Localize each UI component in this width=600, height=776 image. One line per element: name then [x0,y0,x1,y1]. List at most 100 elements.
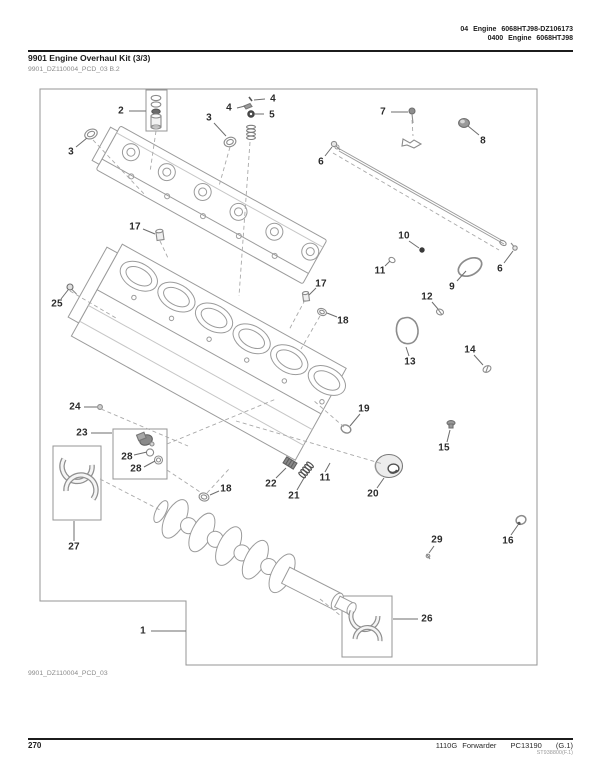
part-clip-16 [515,514,527,526]
leader-line [296,477,305,491]
push-rod-art [334,144,505,245]
dashed-assembly-line [218,146,231,187]
leader-line [143,460,156,468]
dashed-assembly-line [100,408,189,447]
part-valve-seal-left [84,128,98,140]
dashed-assembly-line [166,398,277,445]
dashed-assembly-line [99,478,161,511]
part-bushing-20 [374,453,404,479]
callout-leader-lines [60,98,519,632]
part-rod-washer [499,239,507,247]
part-o-ring-9 [457,256,483,278]
part-spring-21 [298,461,314,479]
dashed-assembly-line [411,119,414,137]
leader-line [431,301,439,310]
leader-line [60,289,69,300]
leader-line [308,287,317,296]
dashed-assembly-line [69,290,117,319]
dashed-assembly-line [166,469,201,493]
part-plug-10 [419,247,425,253]
leader-line [326,312,338,318]
leader-line [405,346,410,357]
leader-line [349,413,361,427]
part-plug-17-right [301,290,311,302]
dashed-assembly-line [300,315,321,350]
part-spring-retainer [247,110,255,118]
header-rule [28,50,573,52]
part-valve-pin [248,96,253,102]
crankshaft-art [153,499,357,616]
dashed-assembly-line [288,299,306,331]
dashed-assembly-line [319,598,342,617]
part-bolt-6-right [510,242,518,251]
diagram-frame [39,88,538,666]
leader-line [467,125,480,136]
part-bolt-6-left [330,140,341,151]
leader-line [324,462,331,473]
engine-block-art [67,243,347,461]
leader-line [253,98,266,101]
part-bearing-shells-26 [348,610,383,642]
leader-line [376,477,385,489]
item23-box [112,428,168,480]
header-engine-line2: 0400 Engine 6068HTJ98 [487,35,573,42]
leader-line [384,260,391,267]
part-bearing-shells-27 [59,457,99,501]
part-rocker-clamp [401,138,423,149]
section-title: 9901 Engine Overhaul Kit (3/3) [28,53,151,63]
leader-line [446,429,451,443]
leader-line [456,270,467,282]
leader-line [503,250,514,264]
part-valve-seal-mid [223,136,237,148]
dashed-assembly-line [92,139,147,197]
part-valve-keeper [243,102,253,110]
engine-line-art [67,126,505,616]
frame-border [39,88,538,666]
part-fitting-12 [435,308,445,316]
part-bolt-7 [408,107,416,124]
footer-publication: 1110G Forwarder PC13190 (G.1) [427,741,573,750]
footer-revision: (G.1) [555,741,573,750]
loose-parts [59,94,527,642]
dashed-assembly-line [238,141,251,297]
cylinder-head-art [91,126,327,284]
page-number: 270 [28,741,42,750]
dashed-assembly-line [159,240,169,259]
leader-line [408,240,420,249]
footer-rule [28,738,573,740]
leader-line [473,354,484,366]
diagram-caption: 9901_DZ110004_PCD_03 [28,670,108,677]
leader-line [428,545,435,554]
item27-box [52,445,102,521]
leader-line [142,228,156,235]
part-ring-11-upper [388,256,396,264]
header-engine-reference: 04 Engine 6068HTJ98-DZ106173 0400 Engine… [460,25,573,43]
footer-catalog: PC13190 [510,741,542,750]
item26-box [341,595,393,658]
part-plug-8 [458,118,470,128]
leader-line [510,524,519,536]
part-plug-22 [282,456,298,470]
part-ring-19 [340,424,352,434]
part-plug-17-left [155,228,165,242]
part-tappet-15 [446,420,456,429]
leader-line [209,490,220,496]
part-pin-29 [425,553,431,560]
leader-line [133,451,148,456]
part-bolt-25 [66,283,77,295]
leader-line [213,122,227,137]
part-ring-18-lower [198,492,210,502]
part-valve-spring [246,124,256,141]
part-ring-18-upper [316,307,328,317]
dashed-assembly-line [332,152,500,251]
dashed-assembly-line [206,468,230,494]
footer-model: 1110G Forwarder [435,741,497,750]
part-plug-24 [97,404,103,410]
header-engine-line1: 04 Engine 6068HTJ98-DZ106173 [460,26,573,33]
footer-code: ST938800(F.1) [536,750,573,756]
leader-line [324,146,333,157]
part-gasket-13 [395,316,419,345]
